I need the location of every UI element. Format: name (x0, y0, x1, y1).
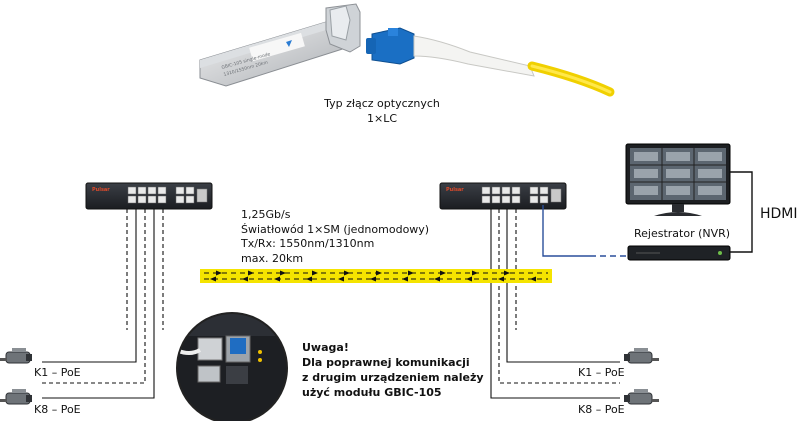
hdmi-label: HDMI (760, 206, 798, 222)
fiber-spec: 1,25Gb/s Światłowód 1×SM (jednomodowy) T… (241, 208, 429, 266)
fiber-speed: 1,25Gb/s (241, 208, 291, 221)
nvr-recorder (627, 245, 731, 261)
sfp-module-image: GBIC-105 single-mode 1310/1550nm 20km (199, 3, 361, 87)
left-camera-cables (42, 209, 164, 399)
warning-line-2: Dla poprawnej komunikacji (302, 356, 470, 369)
left-switch: Pulsar (85, 182, 213, 210)
lc-patchcord-image (366, 27, 615, 97)
left-camera-2-icon (0, 389, 32, 405)
nvr-label: Rejestrator (NVR) (634, 227, 731, 240)
hdmi-cable (730, 171, 753, 253)
fiber-distance: max. 20km (241, 251, 304, 265)
warning-note: Uwaga! Dla poprawnej komunikacji z drugi… (302, 340, 484, 400)
right-camera-1-label: K1 – PoE (578, 366, 625, 379)
left-camera-1-icon (0, 348, 32, 364)
connector-caption-line2: 1×LC (366, 112, 398, 125)
nvr-link-cable (542, 205, 628, 257)
fiber-link-band (200, 269, 552, 283)
right-switch-brand: Pulsar (446, 187, 464, 193)
warning-line-3: z drugim urządzeniem należy (302, 371, 484, 384)
monitor (625, 143, 731, 216)
right-camera-2-label: K8 – PoE (578, 403, 625, 416)
right-switch: Pulsar (439, 182, 567, 210)
fiber-wavelength: Tx/Rx: 1550nm/1310nm (241, 237, 375, 250)
warning-title: Uwaga! (302, 341, 349, 354)
sfp-logo-icon (286, 40, 292, 47)
right-camera-2-icon (624, 389, 659, 405)
connector-caption: Typ złącz optycznych 1×LC (302, 96, 462, 126)
right-camera-1-icon (624, 348, 659, 364)
fiber-type: Światłowód 1×SM (jednomodowy) (241, 222, 430, 236)
connector-caption-line1: Typ złącz optycznych (324, 97, 440, 110)
left-camera-2-label: K8 – PoE (34, 403, 81, 416)
left-switch-brand: Pulsar (92, 187, 110, 193)
warning-line-4: użyć modułu GBIC-105 (302, 386, 442, 399)
left-camera-1-label: K1 – PoE (34, 366, 81, 379)
sfp-detail-photo (176, 312, 288, 421)
